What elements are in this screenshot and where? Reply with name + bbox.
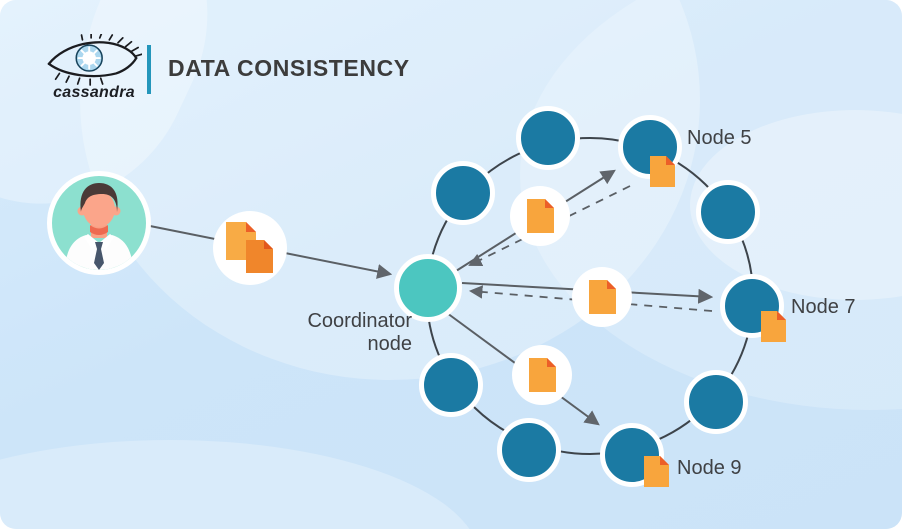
node9-label: Node 9 xyxy=(677,457,742,479)
documents-bubble xyxy=(213,211,287,285)
document-icon xyxy=(527,199,554,233)
ring-node xyxy=(497,418,561,482)
coordinator-label: Coordinator node xyxy=(272,310,412,356)
document-icon xyxy=(529,358,556,392)
node7-label: Node 7 xyxy=(791,296,856,318)
ring-node xyxy=(419,353,483,417)
ring-node xyxy=(516,106,580,170)
page-title: DATA CONSISTENCY xyxy=(168,55,410,81)
ring-node xyxy=(431,161,495,225)
document-bubble xyxy=(512,345,572,405)
header-divider xyxy=(147,45,151,94)
ring-node xyxy=(684,370,748,434)
document-icon xyxy=(761,311,786,342)
document-icon xyxy=(650,156,675,187)
document-icon xyxy=(589,280,616,314)
coordinator-label-line1: Coordinator xyxy=(307,310,412,332)
document-bubble xyxy=(510,186,570,246)
person-icon xyxy=(65,183,133,270)
documents-icon xyxy=(246,240,273,273)
cassandra-eye-icon xyxy=(47,34,142,86)
document-bubble xyxy=(572,267,632,327)
user-avatar xyxy=(47,171,151,275)
node5-label: Node 5 xyxy=(687,127,752,149)
document-icon xyxy=(644,456,669,487)
brand-name: cassandra xyxy=(53,84,135,101)
ring-node xyxy=(696,180,760,244)
coordinator-node xyxy=(394,254,462,322)
coordinator-label-line2: node xyxy=(367,333,413,355)
